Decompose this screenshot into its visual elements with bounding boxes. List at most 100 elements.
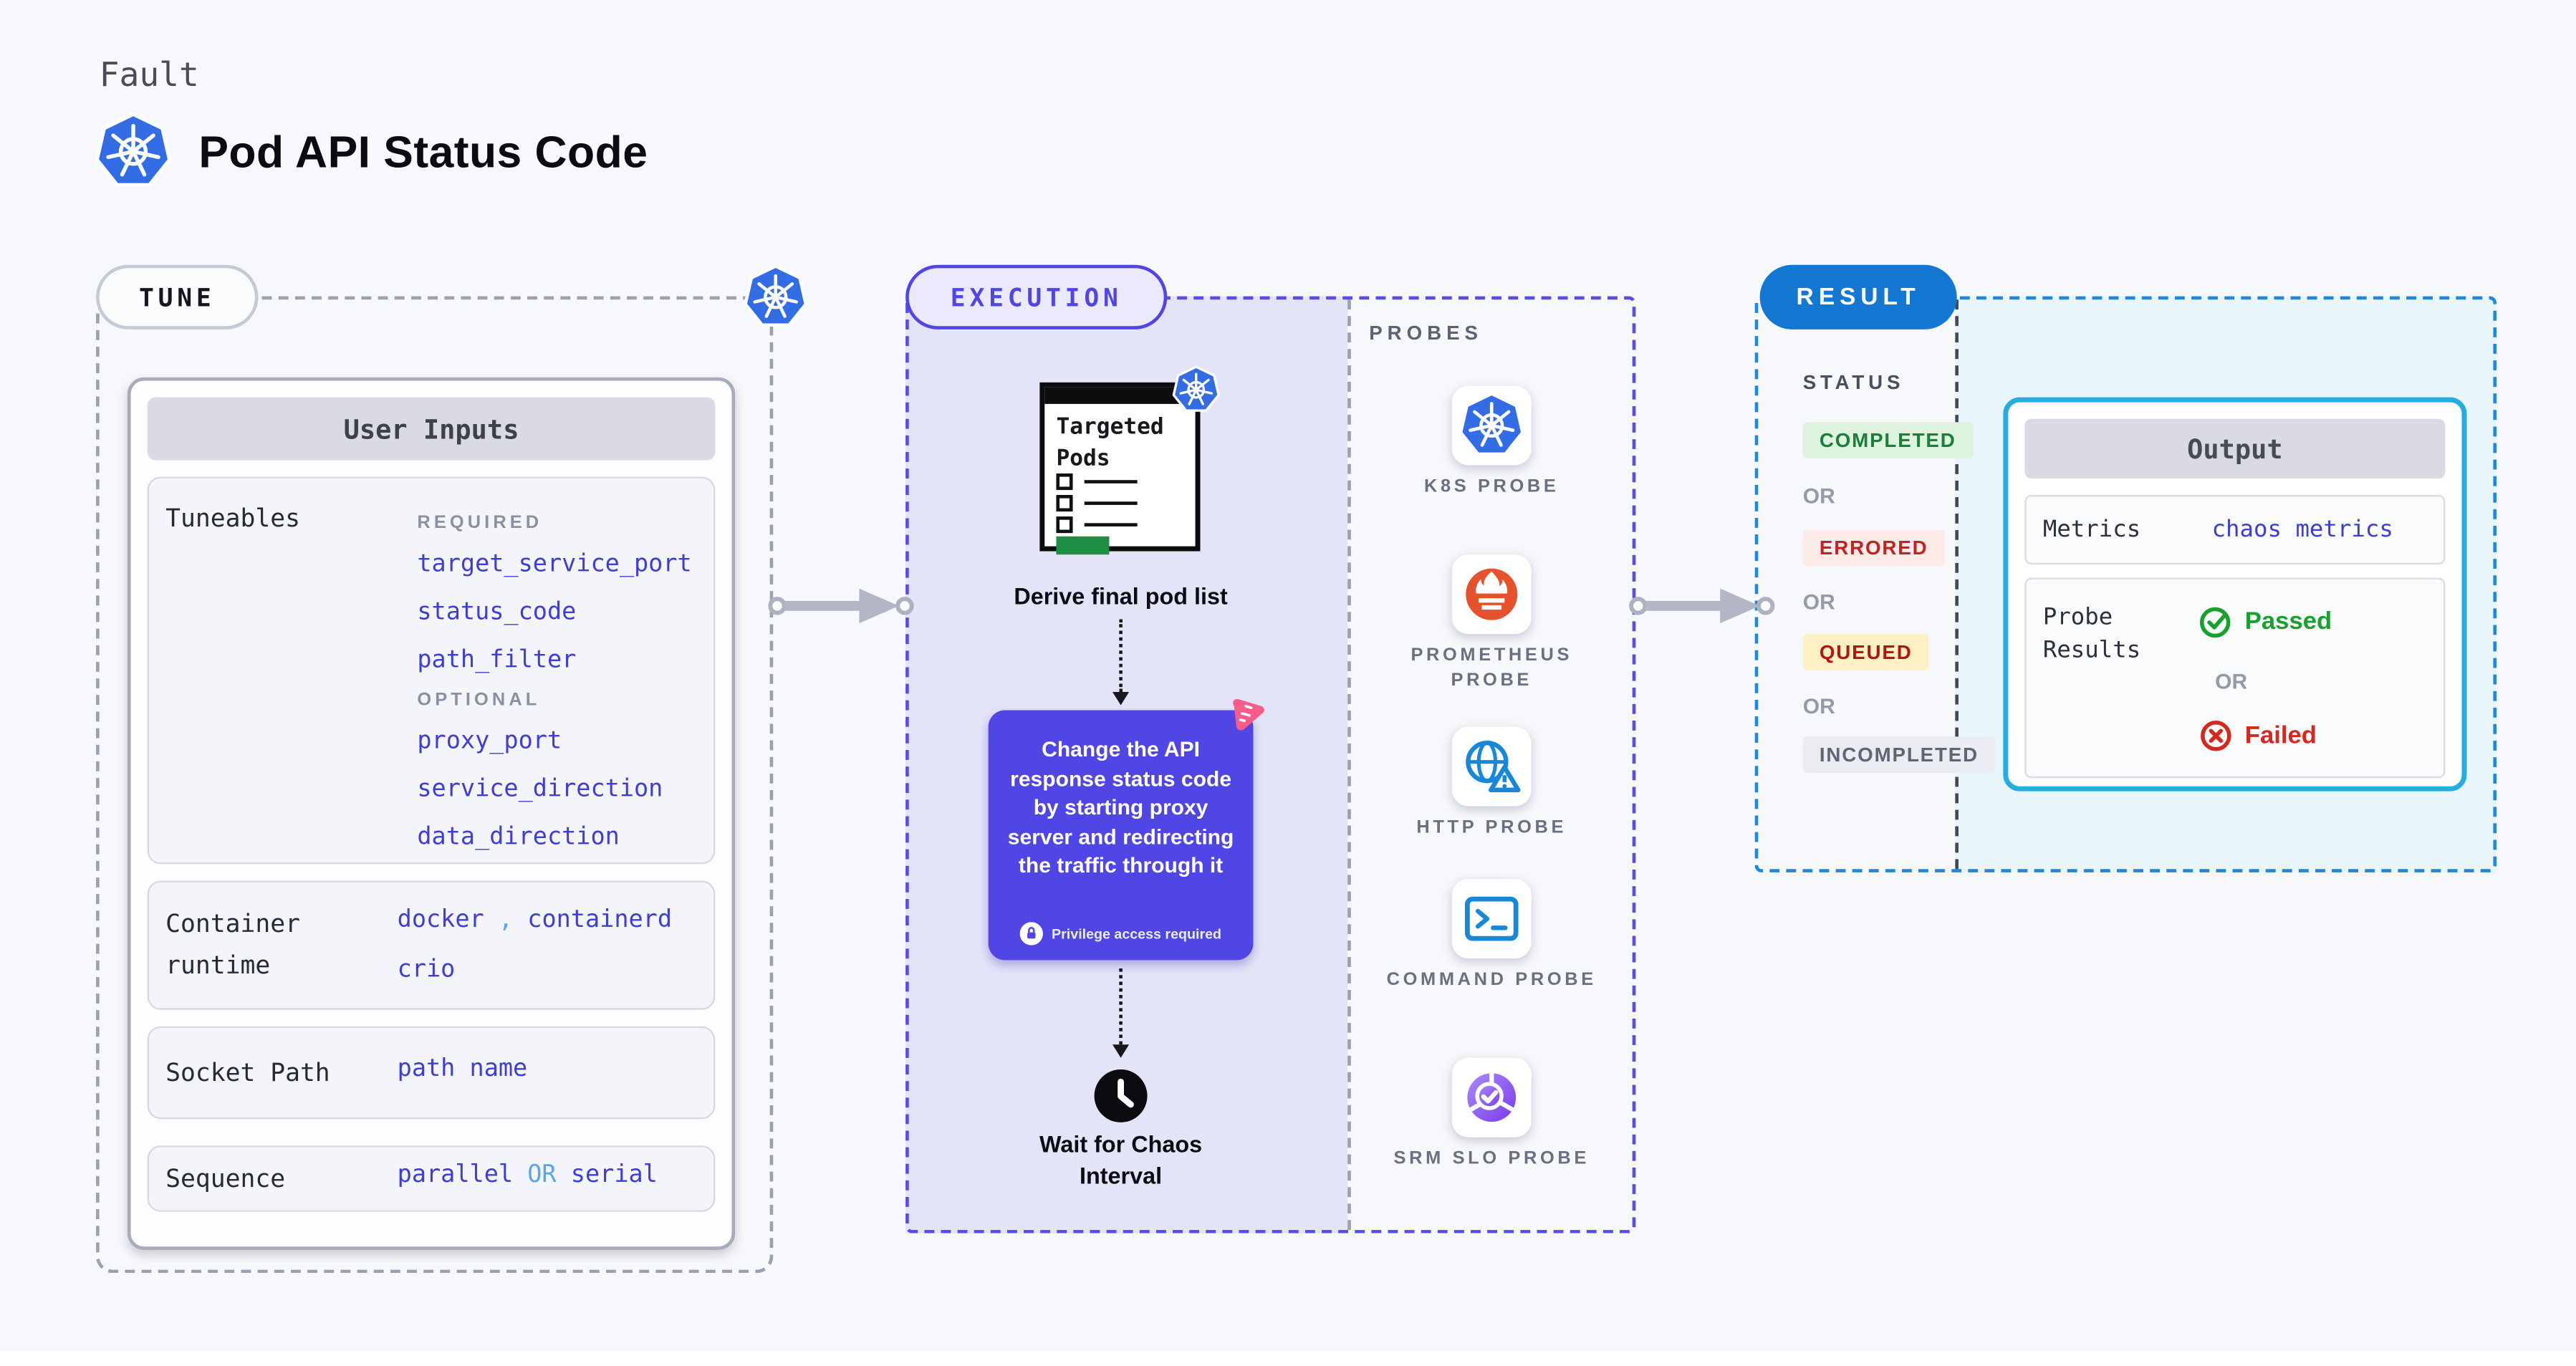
x-circle-icon	[2198, 718, 2234, 754]
k8s-probe-card	[1451, 385, 1532, 466]
result-section-frame	[1754, 296, 2497, 872]
container-runtime-row: Container runtime docker , containerd cr…	[147, 880, 716, 1010]
runtime-value-crio: crio	[397, 956, 456, 983]
failed-row: Failed	[2198, 718, 2317, 754]
targeted-pods-clipboard: Targeted Pods	[1039, 383, 1200, 555]
tune-pill: TUNE	[96, 264, 259, 330]
output-card: Output Metrics chaos metrics Probe Resul…	[2003, 397, 2467, 792]
probe-label: SRM SLO PROBE	[1393, 1148, 1590, 1169]
execution-section-frame	[905, 296, 1636, 1233]
prometheus-probe-card	[1451, 554, 1532, 635]
status-badge-completed: COMPLETED	[1802, 422, 1973, 459]
clipboard-top-bar	[1044, 387, 1196, 404]
http-globe-warning-icon	[1455, 730, 1528, 803]
metrics-row: Metrics chaos metrics	[2024, 495, 2446, 565]
list-line	[1084, 501, 1138, 506]
dotted-connector	[1119, 968, 1123, 1045]
srm-slo-probe-card	[1451, 1057, 1532, 1137]
execution-to-result-arrow	[1629, 586, 1774, 625]
probe-results-label: Probe Results	[2042, 604, 2141, 664]
dotted-arrowhead	[1111, 1044, 1128, 1058]
fault-category-label: Fault	[99, 54, 199, 95]
srm-slo-pie-check-icon	[1455, 1061, 1528, 1134]
or-label: OR	[2215, 668, 2248, 694]
wait-for-chaos-interval-label: Wait for Chaos Interval	[1039, 1130, 1203, 1189]
runtime-value-docker: docker	[397, 907, 484, 934]
probe-label: PROMETHEUS PROBE	[1410, 645, 1573, 691]
probe-results-row: Probe Results Passed OR Failed	[2024, 577, 2446, 779]
execution-pill: EXECUTION	[905, 264, 1168, 330]
tune-section-frame	[96, 296, 774, 1274]
list-line	[1084, 480, 1138, 484]
or-label: OR	[1802, 483, 1835, 509]
or-label: OR	[1802, 589, 1835, 615]
privilege-label: Privilege access required	[1052, 925, 1222, 942]
tuneable-optional-item: proxy_port	[417, 728, 562, 755]
socket-path-row: Socket Path path name	[147, 1026, 716, 1120]
lock-icon	[1020, 922, 1043, 945]
sequence-label: Sequence	[165, 1163, 286, 1194]
tuneables-row: Tuneables REQUIRED target_service_port s…	[147, 476, 716, 865]
kubernetes-logo-icon	[95, 112, 173, 191]
runtime-value-containerd: containerd	[527, 907, 673, 934]
socket-path-label: Socket Path	[165, 1057, 330, 1088]
user-inputs-header: User Inputs	[147, 397, 716, 461]
chaos-action-card: Change the API response status code by s…	[988, 710, 1254, 961]
list-line	[1084, 523, 1138, 527]
probes-title: PROBES	[1369, 321, 1483, 345]
chaos-action-text: Change the API response status code by s…	[1007, 736, 1234, 877]
clock-icon	[1091, 1066, 1150, 1125]
dotted-arrowhead	[1111, 692, 1128, 706]
status-badge-queued: QUEUED	[1802, 634, 1929, 670]
tuneable-optional-item: service_direction	[417, 776, 663, 803]
probe-label: K8S PROBE	[1423, 476, 1559, 497]
passed-label: Passed	[2244, 607, 2332, 636]
command-terminal-icon	[1455, 882, 1528, 956]
command-probe-card	[1451, 879, 1532, 959]
chaos-pink-icon	[1226, 696, 1268, 737]
kubernetes-icon	[1458, 393, 1524, 458]
sequence-or: OR	[527, 1162, 557, 1189]
sequence-value-parallel: parallel	[397, 1162, 514, 1189]
bottom-strip	[0, 1350, 2576, 1366]
sequence-value-serial: serial	[570, 1162, 658, 1189]
socket-path-value: path name	[397, 1056, 528, 1083]
required-label: REQUIRED	[417, 513, 543, 534]
kubernetes-icon	[744, 265, 808, 330]
probe-label: COMMAND PROBE	[1386, 970, 1597, 991]
failed-label: Failed	[2244, 721, 2317, 750]
status-badge-errored: ERRORED	[1802, 529, 1945, 567]
tuneable-required-item: path_filter	[417, 647, 577, 674]
tuneable-required-item: target_service_port	[417, 551, 692, 578]
checkbox-icon	[1056, 473, 1073, 491]
passed-row: Passed	[2198, 605, 2332, 640]
result-pill: RESULT	[1759, 264, 1957, 330]
metrics-label: Metrics	[2042, 516, 2141, 544]
checkbox-icon	[1056, 516, 1073, 534]
status-badge-incompleted: INCOMPLETED	[1802, 736, 1996, 774]
privilege-row: Privilege access required	[989, 922, 1254, 945]
probe-label: HTTP PROBE	[1416, 817, 1567, 838]
tune-to-execution-arrow	[768, 586, 913, 625]
kubernetes-badge-icon	[1172, 366, 1220, 414]
optional-label: OPTIONAL	[417, 690, 541, 711]
user-inputs-card: User Inputs Tuneables REQUIRED target_se…	[127, 377, 736, 1250]
checkbox-icon	[1056, 495, 1073, 512]
derive-final-pod-list-label: Derive final pod list	[1014, 582, 1228, 610]
tuneable-required-item: status_code	[417, 599, 577, 626]
targeted-pods-title: Targeted Pods	[1056, 413, 1164, 472]
status-title: STATUS	[1802, 370, 1905, 395]
probes-separator-line	[1347, 299, 1351, 1231]
check-circle-icon	[2198, 605, 2234, 640]
output-header: Output	[2024, 418, 2446, 478]
http-probe-card	[1451, 726, 1532, 807]
sequence-row: Sequence parallel OR serial	[147, 1145, 716, 1212]
result-separator-line	[1955, 299, 1959, 870]
dotted-connector	[1119, 619, 1123, 693]
tuneables-label: Tuneables	[165, 503, 300, 534]
page-title: Pod API Status Code	[198, 127, 648, 178]
or-label: OR	[1802, 693, 1835, 718]
tuneable-optional-item: data_direction	[417, 824, 620, 851]
green-bar	[1056, 536, 1110, 555]
